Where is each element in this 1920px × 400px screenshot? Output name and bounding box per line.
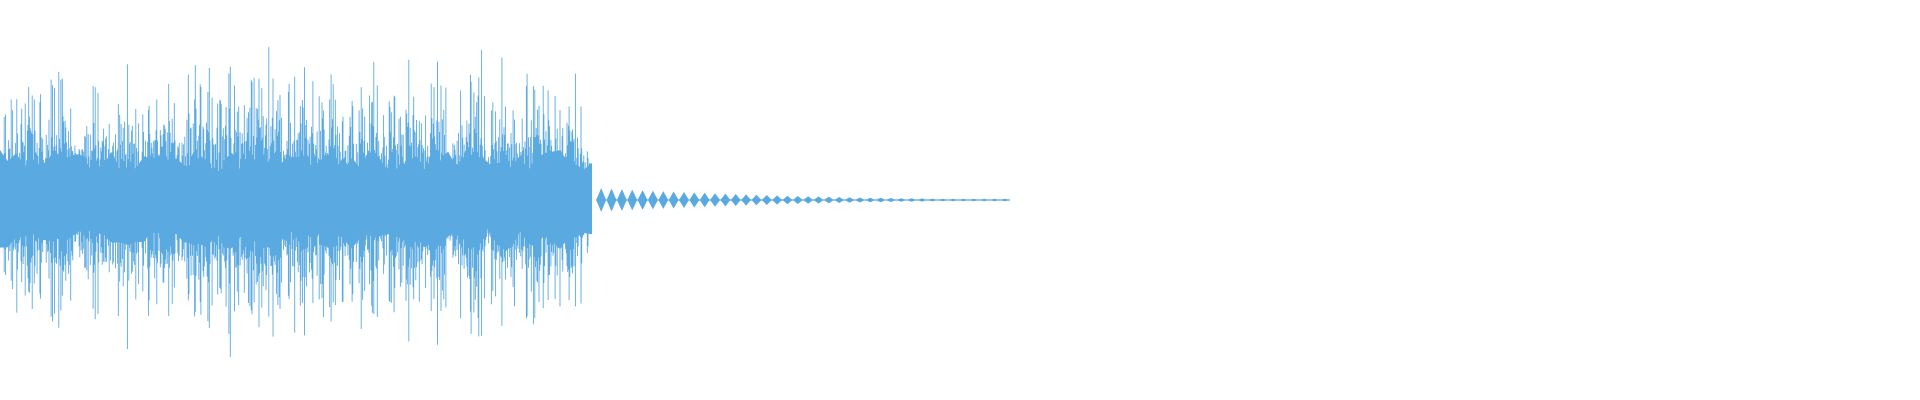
waveform-decay-tail xyxy=(596,188,1010,212)
waveform-core-band xyxy=(0,150,592,250)
